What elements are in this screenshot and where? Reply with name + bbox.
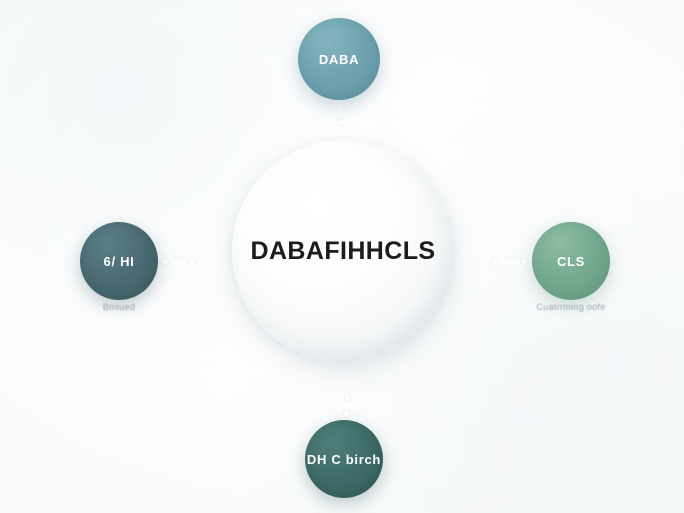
satellite-node-left-caption: Bmiued <box>102 302 136 312</box>
connector-bottom <box>342 394 351 420</box>
satellite-node-top-label: DABA <box>318 51 360 67</box>
satellite-node-bottom-label: DH C birch <box>306 451 382 467</box>
connector-right <box>490 257 529 267</box>
connector-top <box>337 100 345 128</box>
satellite-node-top[interactable]: DABA <box>298 18 380 100</box>
central-hub-node[interactable]: DABAFIHHCLS <box>232 140 454 362</box>
satellite-node-right-label: CLS <box>556 253 586 269</box>
satellite-node-left[interactable]: 6/ HI <box>80 222 158 300</box>
satellite-node-left-label: 6/ HI <box>103 253 135 269</box>
satellite-node-bottom[interactable]: DH C birch <box>305 420 383 498</box>
central-hub-label: DABAFIHHCLS <box>250 236 436 265</box>
connector-left <box>160 257 197 268</box>
satellite-node-right-caption: Cuatrrming oofe <box>536 302 606 312</box>
satellite-node-right[interactable]: CLS <box>532 222 610 300</box>
